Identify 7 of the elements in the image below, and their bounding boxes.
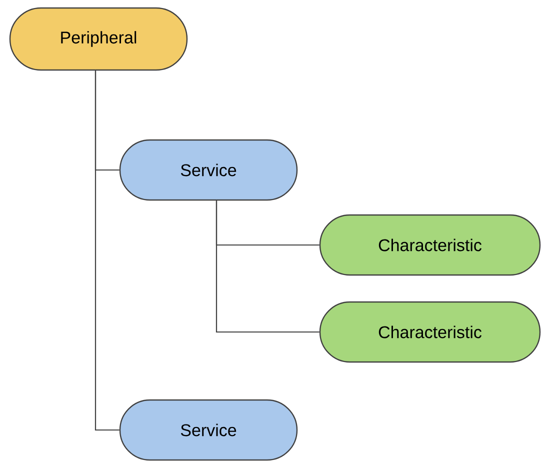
service-box: Service bbox=[119, 399, 298, 461]
connector-line bbox=[94, 70, 120, 431]
connector-line bbox=[216, 200, 320, 333]
characteristic-box: Characteristic bbox=[319, 301, 541, 363]
characteristic-box: Characteristic bbox=[319, 214, 541, 276]
peripheral-box: Peripheral bbox=[9, 7, 188, 71]
service-box: Service bbox=[119, 139, 298, 201]
